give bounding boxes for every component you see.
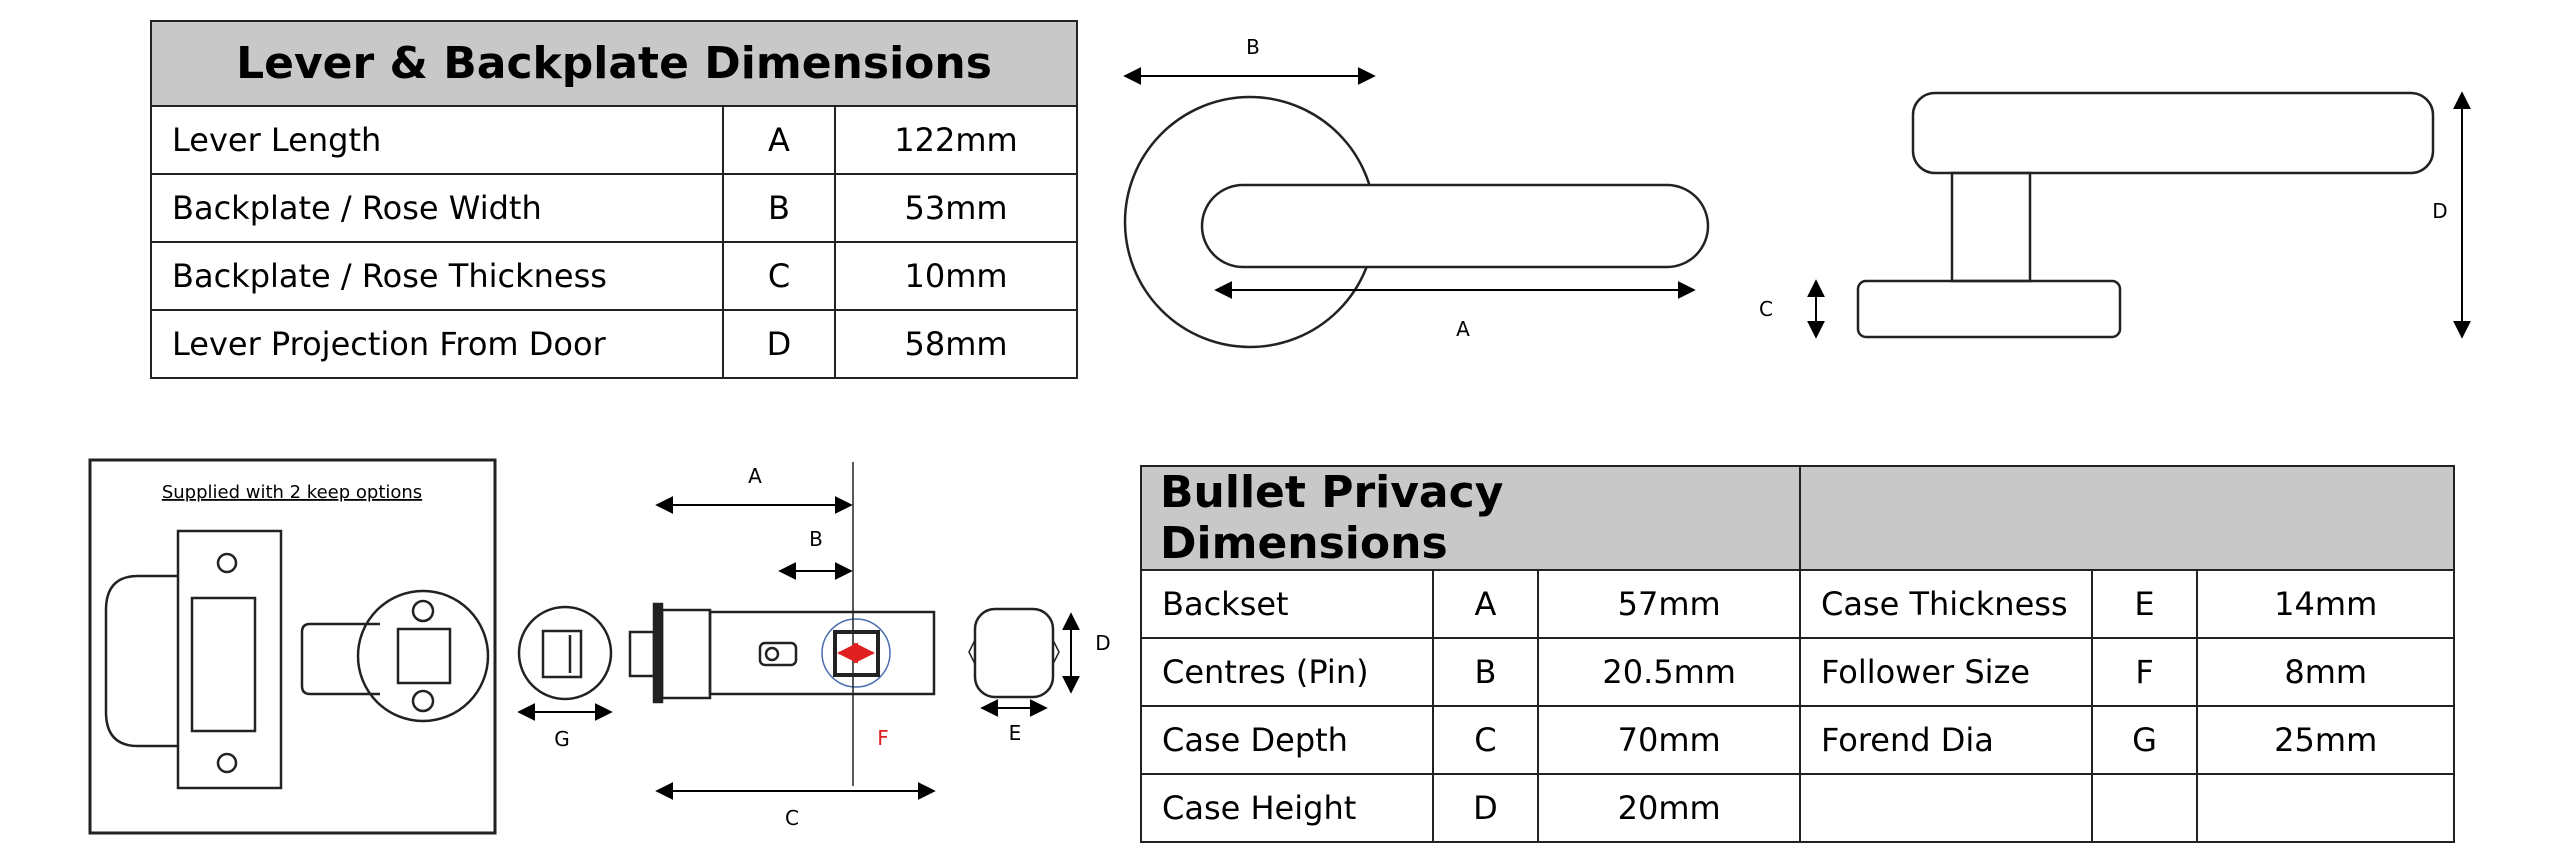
row-code: D bbox=[1431, 773, 1540, 843]
row-label-2: Case Thickness bbox=[1798, 569, 2093, 639]
row-value: 20.5mm bbox=[1537, 637, 1801, 707]
row-code: C bbox=[1431, 705, 1540, 775]
table-row: Centres (Pin) B 20.5mm Follower Size F 8… bbox=[1140, 637, 2455, 707]
keep-options-caption: Supplied with 2 keep options bbox=[162, 482, 422, 503]
latch-label-f: F bbox=[877, 726, 889, 750]
row-label: Case Height bbox=[1140, 773, 1434, 843]
bullet-privacy-dimensions-table: Bullet Privacy Dimensions Backset A 57mm… bbox=[1140, 465, 2456, 843]
forend-latch-face bbox=[541, 629, 583, 679]
latch-side-view bbox=[628, 462, 936, 800]
bullet-table-header-blank bbox=[1798, 465, 2456, 571]
row-label: Lever Projection From Door bbox=[150, 309, 724, 379]
table-row: Backset A 57mm Case Thickness E 14mm bbox=[1140, 569, 2455, 639]
forend-circle bbox=[517, 605, 613, 701]
row-label: Lever Length bbox=[150, 105, 724, 175]
lever-bar-side bbox=[1911, 91, 2435, 175]
lever-label-b: B bbox=[1246, 35, 1260, 59]
table-row: Case Depth C 70mm Forend Dia G 25mm bbox=[1140, 705, 2455, 775]
bullet-table-header-row: Bullet Privacy Dimensions bbox=[1140, 465, 2456, 571]
flat-keep-slot bbox=[190, 596, 257, 733]
latch-label-d: D bbox=[1095, 631, 1110, 655]
row-code: B bbox=[1431, 637, 1540, 707]
latch-label-c: C bbox=[785, 806, 799, 830]
forend-round-view bbox=[517, 605, 613, 721]
lever-table-title: Lever & Backplate Dimensions bbox=[150, 20, 1078, 107]
row-label: Centres (Pin) bbox=[1140, 637, 1434, 707]
round-keep-screw-bottom bbox=[411, 689, 435, 713]
latch-follower bbox=[833, 630, 880, 677]
row-code-2: E bbox=[2090, 569, 2199, 639]
latch-end-body bbox=[973, 607, 1055, 699]
backplate-side bbox=[1856, 279, 2122, 339]
row-label-2: Follower Size bbox=[1798, 637, 2093, 707]
keep-options-box bbox=[88, 458, 497, 835]
row-code: C bbox=[722, 241, 836, 311]
row-label: Backplate / Rose Width bbox=[150, 173, 724, 243]
latch-end-view bbox=[968, 607, 1080, 717]
round-keep-plate bbox=[356, 589, 490, 723]
row-code: A bbox=[1431, 569, 1540, 639]
round-keep-tab bbox=[300, 622, 380, 696]
lever-label-d: D bbox=[2432, 199, 2447, 223]
row-value: 58mm bbox=[834, 309, 1078, 379]
latch-case bbox=[708, 610, 936, 696]
row-value-2: 8mm bbox=[2196, 637, 2455, 707]
row-label: Case Depth bbox=[1140, 705, 1434, 775]
bullet-table-title: Bullet Privacy Dimensions bbox=[1140, 465, 1801, 571]
table-row: Case Height D 20mm bbox=[1140, 773, 2455, 843]
round-keep-screw-top bbox=[411, 599, 435, 623]
latch-label-b: B bbox=[809, 527, 823, 551]
lever-label-c: C bbox=[1759, 297, 1773, 321]
row-code: D bbox=[722, 309, 836, 379]
row-value: 57mm bbox=[1537, 569, 1801, 639]
table-row: Lever Projection From Door D 58mm bbox=[150, 309, 1078, 379]
row-label-2 bbox=[1798, 773, 2093, 843]
row-label-2: Forend Dia bbox=[1798, 705, 2093, 775]
latch-pin-hole bbox=[758, 641, 798, 667]
flat-keep-lip bbox=[104, 574, 178, 748]
row-value: 70mm bbox=[1537, 705, 1801, 775]
latch-end-grip bbox=[968, 639, 1060, 665]
flat-keep-screw-bottom bbox=[216, 752, 238, 774]
latch-forend-collar bbox=[660, 608, 712, 700]
row-label: Backplate / Rose Thickness bbox=[150, 241, 724, 311]
keep-box-frame bbox=[88, 458, 497, 835]
row-value: 20mm bbox=[1537, 773, 1801, 843]
row-code-2: F bbox=[2090, 637, 2199, 707]
row-label: Backset bbox=[1140, 569, 1434, 639]
flat-keep-plate bbox=[176, 529, 283, 790]
flat-keep-screw-top bbox=[216, 552, 238, 574]
row-value: 10mm bbox=[834, 241, 1078, 311]
round-keep-slot bbox=[396, 627, 452, 685]
row-value-2 bbox=[2196, 773, 2455, 843]
latch-label-g: G bbox=[554, 727, 570, 751]
lever-dimensions-table: Lever & Backplate Dimensions Lever Lengt… bbox=[150, 20, 1078, 379]
row-value-2: 14mm bbox=[2196, 569, 2455, 639]
row-value: 53mm bbox=[834, 173, 1078, 243]
row-value: 122mm bbox=[834, 105, 1078, 175]
table-row: Backplate / Rose Width B 53mm bbox=[150, 173, 1078, 243]
lever-stem bbox=[1950, 171, 2032, 283]
latch-label-e: E bbox=[1009, 721, 1022, 745]
row-code: B bbox=[722, 173, 836, 243]
row-code: A bbox=[722, 105, 836, 175]
lever-handle bbox=[1200, 183, 1710, 269]
latch-follower-highlight bbox=[821, 618, 891, 688]
lever-side-view bbox=[1807, 91, 2471, 339]
row-code-2 bbox=[2090, 773, 2199, 843]
table-row: Backplate / Rose Thickness C 10mm bbox=[150, 241, 1078, 311]
latch-bolt-head bbox=[628, 630, 656, 678]
latch-label-a: A bbox=[748, 464, 762, 488]
latch-pin-hole-dot bbox=[764, 646, 780, 662]
row-code-2: G bbox=[2090, 705, 2199, 775]
lever-table-header-row: Lever & Backplate Dimensions bbox=[150, 20, 1078, 107]
row-value-2: 25mm bbox=[2196, 705, 2455, 775]
lever-label-a: A bbox=[1456, 317, 1470, 341]
lever-front-view bbox=[1123, 67, 1710, 349]
table-row: Lever Length A 122mm bbox=[150, 105, 1078, 175]
